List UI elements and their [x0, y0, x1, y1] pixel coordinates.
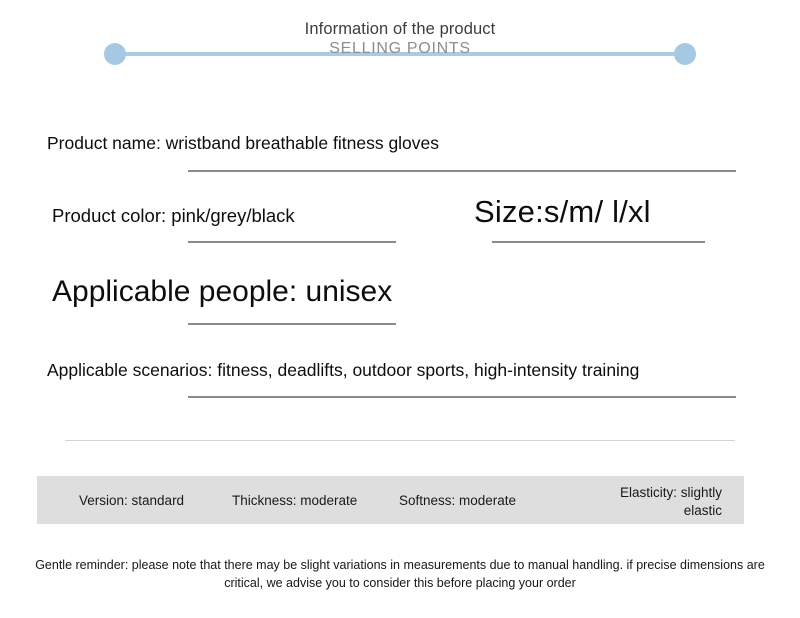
header-dot-right-icon [674, 43, 696, 65]
product-name-underline [188, 170, 736, 172]
header-dot-left-icon [104, 43, 126, 65]
product-color-underline [188, 241, 396, 243]
size-text: Size:s/m/ l/xl [474, 194, 651, 229]
page-title: Information of the product [300, 20, 500, 40]
header-banner: Information of the product SELLING POINT… [0, 0, 800, 95]
attribute-version: Version: standard [79, 492, 185, 508]
spec-row-color-and-size: Product color: pink/grey/black Size:s/m/… [0, 194, 800, 252]
header-title-group: Information of the product SELLING POINT… [300, 20, 500, 59]
spec-row-applicable-people: Applicable people: unisex [0, 275, 800, 330]
header-divider-line [115, 52, 685, 56]
applicable-scenarios-underline [188, 396, 736, 398]
attribute-softness: Softness: moderate [399, 492, 517, 508]
product-color-text: Product color: pink/grey/black [52, 205, 295, 226]
attribute-bar: Version: standard Thickness: moderate So… [37, 476, 744, 524]
footer-disclaimer: Gentle reminder: please note that there … [35, 558, 765, 591]
attribute-elasticity: Elasticity: slightly elastic [619, 485, 722, 519]
spec-row-applicable-scenarios: Applicable scenarios: fitness, deadlifts… [0, 355, 800, 405]
page-subtitle: SELLING POINTS [329, 40, 471, 58]
section-divider [65, 440, 735, 441]
attribute-thickness: Thickness: moderate [232, 492, 358, 508]
applicable-scenarios-text: Applicable scenarios: fitness, deadlifts… [47, 360, 640, 380]
product-name-text: Product name: wristband breathable fitne… [47, 133, 440, 153]
size-underline [492, 241, 705, 243]
applicable-people-text: Applicable people: unisex [52, 275, 393, 308]
applicable-people-underline [188, 323, 396, 325]
spec-row-product-name: Product name: wristband breathable fitne… [0, 130, 800, 178]
